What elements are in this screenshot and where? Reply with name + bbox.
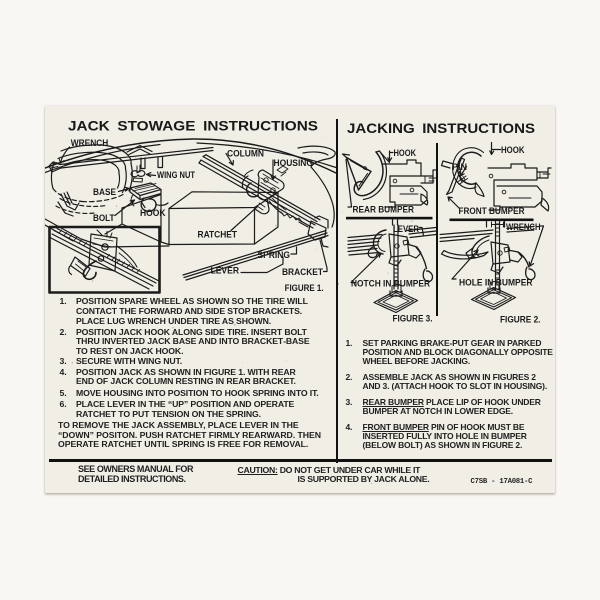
svg-text:SPRING: SPRING (258, 250, 291, 260)
svg-text:BASE: BASE (93, 187, 116, 197)
svg-text:HOOK: HOOK (140, 208, 166, 218)
svg-text:PIN: PIN (452, 162, 467, 172)
svg-text:WRENCH: WRENCH (506, 222, 541, 232)
svg-text:LEVER: LEVER (211, 266, 240, 276)
svg-text:WING NUT: WING NUT (157, 170, 195, 180)
svg-text:HOOK: HOOK (394, 148, 417, 158)
svg-text:LEVER: LEVER (393, 224, 419, 234)
svg-text:FIGURE 3.: FIGURE 3. (393, 314, 433, 324)
svg-text:NOTCH IN BUMPER: NOTCH IN BUMPER (351, 279, 430, 289)
svg-text:JACK STOWAGE INSTRUCTIONS: JACK STOWAGE INSTRUCTIONS (68, 119, 318, 135)
svg-text:HOOK: HOOK (501, 145, 525, 155)
svg-text:BRACKET: BRACKET (282, 267, 323, 277)
svg-text:HOUSING: HOUSING (274, 158, 314, 168)
svg-text:COLUMN: COLUMN (227, 149, 264, 159)
svg-text:REAR BUMPER: REAR BUMPER (353, 204, 415, 214)
svg-text:WRENCH: WRENCH (71, 138, 109, 148)
svg-text:JACKING INSTRUCTIONS: JACKING INSTRUCTIONS (347, 121, 535, 136)
svg-text:RATCHET: RATCHET (198, 229, 238, 239)
svg-text:FIGURE 2.: FIGURE 2. (500, 315, 541, 325)
svg-text:HOLE IN BUMPER: HOLE IN BUMPER (459, 278, 533, 288)
svg-text:FIGURE 1.: FIGURE 1. (285, 283, 324, 293)
svg-text:BOLT: BOLT (93, 213, 115, 223)
svg-text:FRONT BUMPER: FRONT BUMPER (459, 206, 525, 216)
